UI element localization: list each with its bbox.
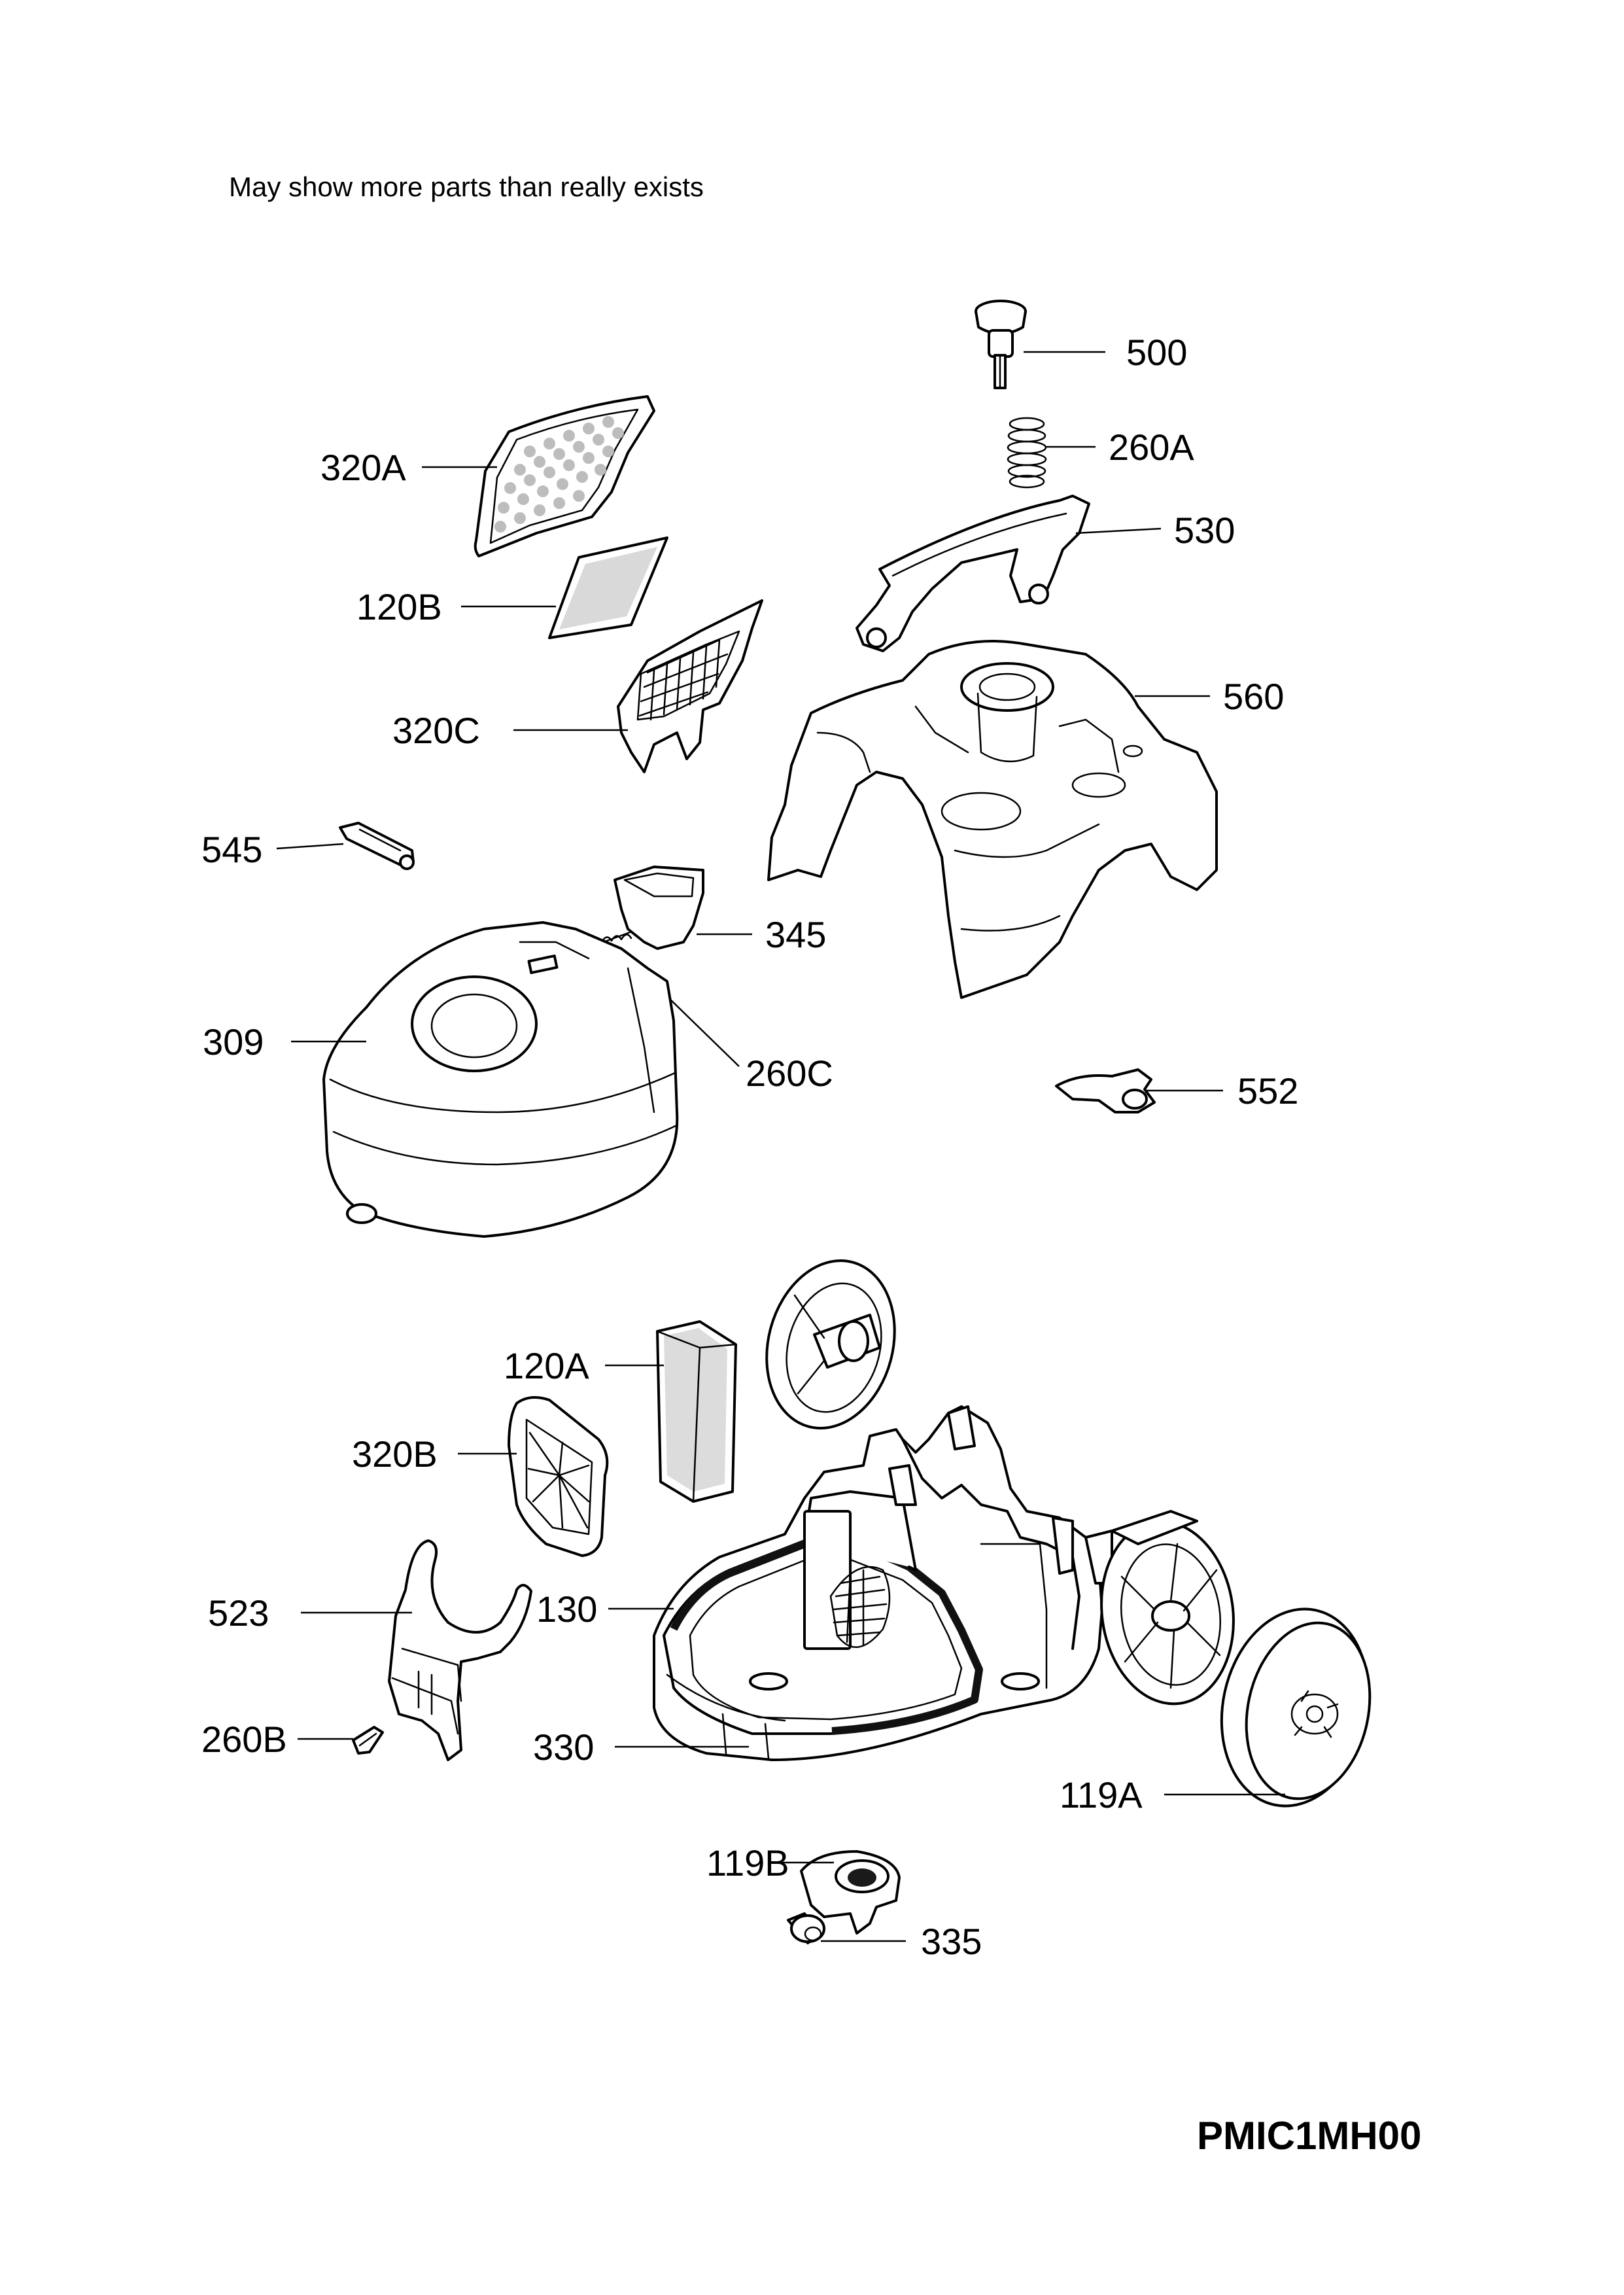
label-545: 545 bbox=[201, 829, 262, 870]
part-260B-clip bbox=[352, 1726, 384, 1755]
label-330: 330 bbox=[533, 1726, 594, 1768]
part-320C-grid-holder bbox=[617, 599, 763, 773]
part-309-cover bbox=[322, 921, 679, 1238]
label-345: 345 bbox=[765, 914, 826, 955]
part-119B-castor bbox=[800, 1850, 901, 1935]
label-560: 560 bbox=[1223, 676, 1284, 717]
part-335-roller bbox=[787, 1912, 825, 1944]
part-560-upper-housing bbox=[767, 640, 1218, 999]
label-320A: 320A bbox=[320, 447, 406, 488]
part-rear-wheel-upper bbox=[765, 1259, 896, 1429]
part-120A-thick-filter bbox=[656, 1320, 737, 1503]
label-260C: 260C bbox=[746, 1053, 833, 1094]
label-260A: 260A bbox=[1109, 427, 1194, 468]
part-side-wheel-attached bbox=[1100, 1510, 1235, 1706]
label-130: 130 bbox=[536, 1588, 597, 1630]
label-320B: 320B bbox=[352, 1433, 438, 1475]
part-530-handle bbox=[855, 495, 1090, 652]
part-545-latch bbox=[339, 822, 415, 870]
part-500-knob bbox=[975, 300, 1027, 389]
label-523: 523 bbox=[208, 1592, 269, 1634]
label-119B: 119B bbox=[706, 1842, 789, 1883]
label-260B: 260B bbox=[201, 1719, 287, 1760]
part-320A-grille bbox=[474, 395, 655, 557]
label-530: 530 bbox=[1174, 510, 1235, 551]
label-120B: 120B bbox=[356, 586, 442, 627]
label-335: 335 bbox=[921, 1921, 982, 1962]
grille-holes bbox=[494, 416, 624, 533]
part-523-hose-holder bbox=[388, 1539, 532, 1761]
label-320C: 320C bbox=[392, 710, 480, 751]
label-119A: 119A bbox=[1060, 1774, 1143, 1815]
label-309: 309 bbox=[203, 1021, 264, 1062]
disclaimer-note: May show more parts than really exists bbox=[229, 171, 704, 202]
part-330-base bbox=[653, 1405, 1113, 1761]
label-120A: 120A bbox=[504, 1345, 589, 1386]
label-500: 500 bbox=[1126, 332, 1187, 373]
part-552-clip bbox=[1055, 1068, 1156, 1113]
label-552: 552 bbox=[1237, 1070, 1298, 1112]
part-119A-wheel bbox=[1220, 1607, 1372, 1808]
diagram-code: PMIC1MH00 bbox=[1197, 2114, 1421, 2158]
part-345-button bbox=[613, 866, 704, 950]
part-320B-filter-frame bbox=[508, 1396, 609, 1557]
part-260A-spring bbox=[1007, 417, 1047, 489]
part-120B-filter bbox=[548, 536, 668, 639]
